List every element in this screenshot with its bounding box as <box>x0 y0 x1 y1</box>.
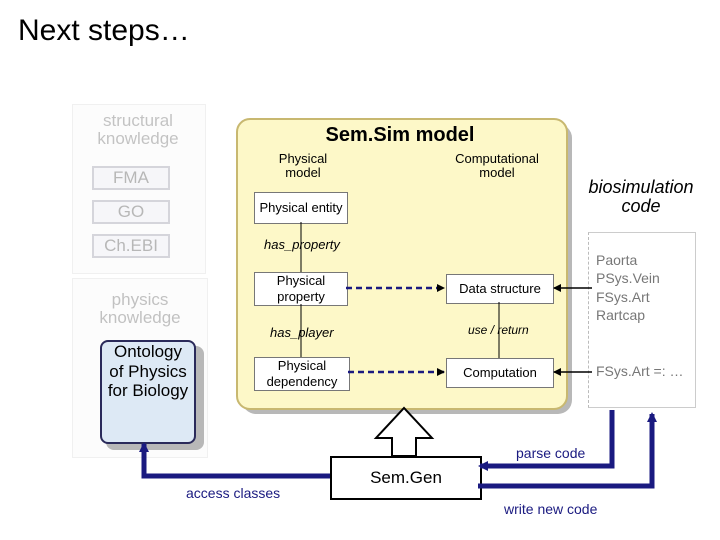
fma-term: FMA <box>92 166 170 190</box>
physics-knowledge-label: physics knowledge <box>99 290 181 327</box>
physical-model-header: Physical model <box>278 151 328 180</box>
code-line: Rartcap <box>596 307 646 323</box>
parse-code-arrow <box>478 410 615 471</box>
go-term: GO <box>92 200 170 224</box>
code-line: Paorta <box>596 252 638 268</box>
has-player-label: has_player <box>270 325 334 340</box>
code-expression: FSys.Art =: … <box>596 363 684 379</box>
write-new-code-label: write new code <box>504 501 598 517</box>
access-classes-arrow <box>139 442 330 479</box>
semgen-to-semsim-arrow <box>373 406 435 457</box>
data-structure-node: Data structure <box>446 274 554 304</box>
parse-code-label: parse code <box>516 445 586 461</box>
slide-title: Next steps… <box>18 14 190 47</box>
biosimulation-code-panel <box>588 232 696 408</box>
biosimulation-code-label: biosimulation code <box>588 177 694 216</box>
access-classes-label: access classes <box>186 485 281 501</box>
use-return-label: use / return <box>468 323 529 337</box>
computational-model-header: Computational model <box>455 151 539 180</box>
structural-knowledge-group: structural knowledge FMA GO Ch.EBI <box>72 104 206 274</box>
structural-knowledge-panel <box>72 104 206 274</box>
physical-dependency-node: Physical dependency <box>254 357 350 391</box>
code-line: PSys.Vein <box>596 270 660 286</box>
physical-property-node: Physical property <box>254 272 348 306</box>
code-line: FSys.Art <box>596 289 650 305</box>
semsim-model-title: Sem.Sim model <box>325 124 475 146</box>
write-new-code-arrow <box>478 412 657 489</box>
computation-node: Computation <box>446 358 554 388</box>
ontology-of-physics-for-biology: Ontology of Physics for Biology <box>100 340 196 444</box>
has-property-label: has_property <box>264 237 340 252</box>
chebi-term: Ch.EBI <box>92 234 170 258</box>
structural-knowledge-label: structural knowledge <box>97 111 179 148</box>
